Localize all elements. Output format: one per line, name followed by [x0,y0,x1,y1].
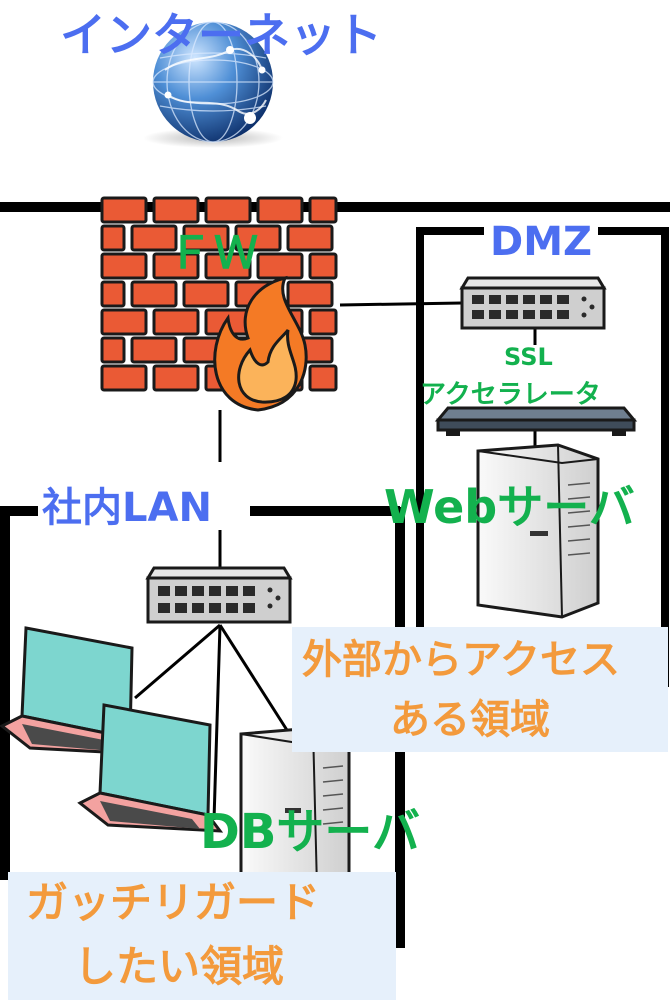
switch-port [523,295,535,304]
dmz-note-background [292,627,668,752]
switch-led [275,595,281,601]
switch-port [506,295,518,304]
lan-note-line2: したい領域 [74,942,285,991]
connection-lines [134,301,537,821]
brick [182,280,230,308]
switch-port [557,310,569,319]
globe-icon [143,21,283,148]
switch-port [489,310,501,319]
brick [256,252,304,280]
switch-led [581,296,587,302]
brick [204,252,252,280]
lan-note-background [8,872,396,1000]
lan-note-line1: ガッチリガード [26,878,321,927]
brick [204,196,252,224]
brick [130,280,178,308]
ssl-label-line2: アクセラレータ [420,380,601,410]
brick [308,364,338,392]
switch-port [158,603,170,613]
switch-port [557,295,569,304]
switch-port [192,603,204,613]
brick [256,196,304,224]
switch-port [523,310,535,319]
dmz-label: DMZ [484,222,599,262]
web-server-label: Webサーバ [384,480,635,534]
brick [286,224,334,252]
tower-server-icon [476,443,600,619]
flame-icon [213,275,308,412]
brick [234,224,282,252]
dmz-note-line2: ある領域 [390,697,550,743]
brick-firewall-icon [100,196,338,412]
internet-label: インターネット [60,8,382,62]
network-switch-icon [459,276,607,330]
switch-port [540,310,552,319]
brick [286,280,334,308]
brick [130,336,178,364]
brick [100,252,148,280]
network-switch-icon [145,566,293,624]
dmz-note-line1: 外部からアクセス [302,637,620,683]
switch-port [506,310,518,319]
brick [152,364,200,392]
switch-port [175,586,187,596]
brick [100,364,148,392]
switch-led [589,304,595,310]
laptop-icon [77,703,224,833]
switch-port [489,295,501,304]
switch-port [472,295,484,304]
ssl-accelerator-icon [434,406,638,436]
brick [308,308,338,336]
switch-led [267,587,273,593]
switch-port [243,603,255,613]
brick [152,252,200,280]
fw-label: ＦＷ [168,228,260,279]
brick [100,280,126,308]
switch-port [209,603,221,613]
brick [152,308,200,336]
lan-label: 社内LAN [38,488,216,528]
switch-port [472,310,484,319]
switch-port [226,586,238,596]
switch-port [226,603,238,613]
brick [308,196,338,224]
switch-port [243,586,255,596]
brick [100,196,148,224]
brick [130,224,178,252]
brick [182,224,230,252]
brick [100,224,126,252]
ssl-label-line1: SSL [504,343,553,371]
brick [308,252,338,280]
switch-port [158,586,170,596]
switch-led [581,312,587,318]
brick [152,196,200,224]
switch-port [540,295,552,304]
db-server-label: DBサーバ [200,804,420,860]
brick [100,308,148,336]
switch-port [175,603,187,613]
brick [100,336,126,364]
switch-led [267,603,273,609]
switch-port [209,586,221,596]
switch-port [192,586,204,596]
